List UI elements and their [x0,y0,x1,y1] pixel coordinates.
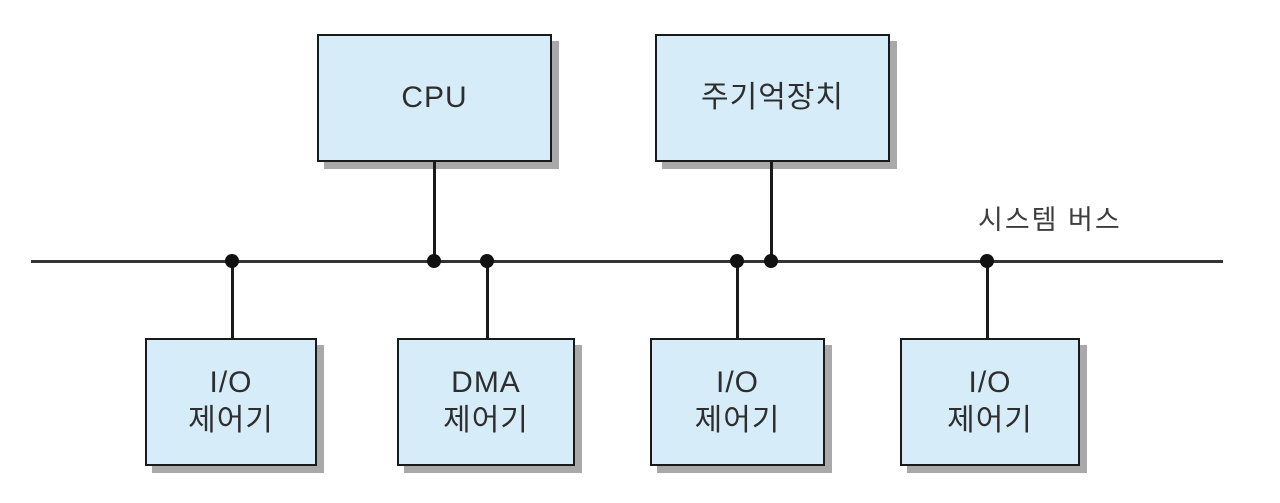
dma-controller-label-line2: 제어기 [443,404,529,437]
io-controller-1-box: I/O 제어기 [145,338,317,466]
dma-controller-box: DMA 제어기 [397,338,575,466]
io-controller-1-label-line2: 제어기 [188,404,274,437]
io2-bus-connector-line [736,262,739,338]
io-controller-2-label-line1: I/O [715,366,759,399]
system-bus-label: 시스템 버스 [978,205,1122,235]
cpu-junction-dot [427,254,441,268]
cpu-box: CPU [317,34,552,162]
dma-controller-label-line1: DMA [451,366,521,399]
system-bus-line [31,260,1223,263]
io-controller-2-label-line2: 제어기 [694,404,781,437]
cpu-label: CPU [401,81,468,114]
main-memory-label: 주기억장치 [701,81,844,114]
io-controller-3-label-line2: 제어기 [947,404,1033,437]
cpu-bus-connector-line [433,162,436,262]
io-controller-1-label-line1: I/O [209,366,253,399]
io2-junction-dot [730,254,744,268]
io3-bus-connector-line [986,262,989,338]
io-controller-2-box: I/O 제어기 [650,338,825,466]
main-memory-box: 주기억장치 [655,34,890,162]
memory-junction-dot [764,254,778,268]
io-controller-3-box: I/O 제어기 [900,338,1080,466]
io1-bus-connector-line [231,262,234,338]
io-controller-3-label-line1: I/O [968,366,1012,399]
io1-junction-dot [225,254,239,268]
io3-junction-dot [980,254,994,268]
dma-junction-dot [480,254,494,268]
dma-bus-connector-line [486,262,489,338]
memory-bus-connector-line [770,162,773,262]
